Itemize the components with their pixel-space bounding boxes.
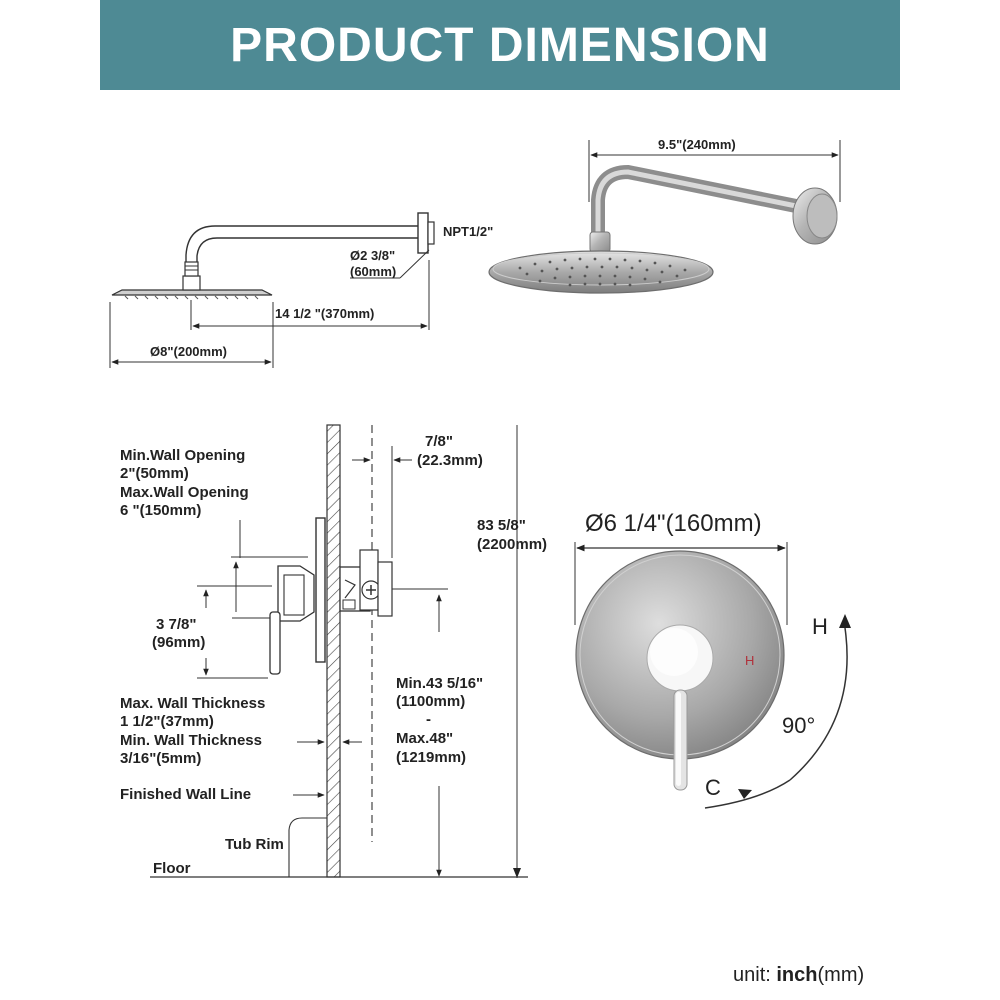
finished-wall-line-label: Finished Wall Line [120,786,251,803]
height-mm-label: (2200mm) [477,536,547,553]
depth-label: 7/8" [425,433,453,450]
page-title: PRODUCT DIMENSION [230,18,770,72]
hot-label: H [812,614,828,639]
trim-plate-render [574,542,851,809]
min-wall-opening-value: 2"(50mm) [120,465,189,482]
max-wall-opening-label: Max.Wall Opening [120,484,249,501]
thread-label: NPT1/2" [443,224,493,239]
hot-mark: H [745,653,754,668]
tub-rim-label: Tub Rim [225,836,284,853]
head-diameter-label: Ø8"(200mm) [150,344,227,359]
valve-min-height-label: Min.43 5/16" [396,675,483,692]
handle-height-mm-label: (96mm) [152,634,205,651]
max-wall-thickness-value: 1 1/2"(37mm) [120,713,214,730]
arm-length-label: 14 1/2 "(370mm) [275,306,374,321]
height-label: 83 5/8" [477,517,526,534]
shower-head-render [488,140,841,294]
unit-note: unit: inch(mm) [733,964,864,987]
depth-mm-label: (22.3mm) [417,452,483,469]
valve-max-height-mm-label: (1219mm) [396,749,466,766]
floor-label: Floor [153,860,191,877]
unit-suffix: (mm) [817,964,865,986]
arm-reach-label: 9.5"(240mm) [658,137,736,152]
shower-head-side-view [109,212,435,368]
valve-range-dash: - [426,711,431,728]
trim-diameter-label: Ø6 1/4"(160mm) [585,510,762,537]
wall-section-drawing [150,424,528,878]
valve-min-height-mm-label: (1100mm) [396,693,465,710]
min-wall-opening-label: Min.Wall Opening [120,447,245,464]
angle-label: 90° [782,713,815,738]
max-wall-opening-value: 6 "(150mm) [120,502,201,519]
flange-diameter-label: Ø2 3/8" [350,248,395,263]
title-banner: PRODUCT DIMENSION [100,0,900,90]
handle-height-label: 3 7/8" [156,616,196,633]
min-wall-thickness-value: 3/16"(5mm) [120,750,201,767]
min-wall-thickness-label: Min. Wall Thickness [120,732,262,749]
unit-value: inch [776,964,818,986]
unit-label: unit: [733,964,771,986]
cold-label: C [705,775,721,800]
max-wall-thickness-label: Max. Wall Thickness [120,695,265,712]
flange-diameter-mm-label: (60mm) [350,264,396,279]
valve-max-height-label: Max.48" [396,730,453,747]
